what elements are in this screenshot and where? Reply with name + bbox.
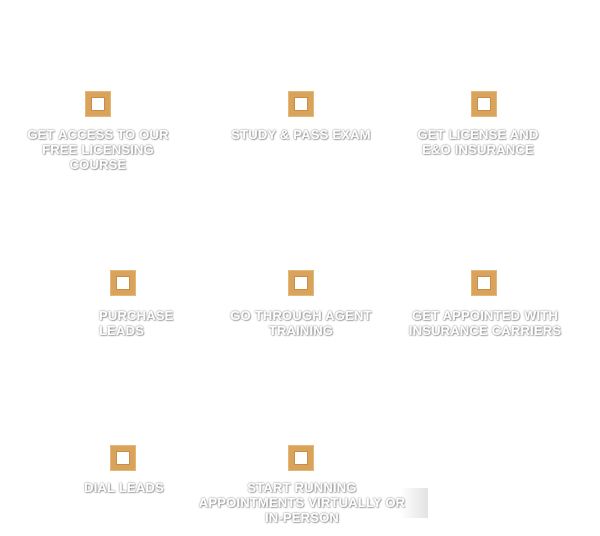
- square-outline-icon: [472, 271, 496, 295]
- step-label: GET LICENSE AND E&O INSURANCE: [417, 127, 539, 157]
- square-outline-icon: [289, 271, 313, 295]
- step-label: GO THROUGH AGENT TRAINING: [230, 308, 372, 338]
- step-label: STUDY & PASS EXAM: [231, 127, 371, 142]
- square-outline-icon: [111, 446, 135, 470]
- square-outline-icon: [86, 92, 110, 116]
- step-label: GET ACCESS TO OUR FREE LICENSING COURSE: [27, 127, 169, 172]
- step-label: START RUNNING APPOINTMENTS VIRTUALLY OR …: [198, 480, 406, 525]
- square-outline-icon: [289, 92, 313, 116]
- fade-edge: [400, 488, 428, 518]
- square-outline-icon: [111, 271, 135, 295]
- step-label: DIAL LEADS: [84, 480, 164, 495]
- square-outline-icon: [289, 446, 313, 470]
- step-label: PURCHASE LEADS: [99, 308, 174, 338]
- step-label: GET APPOINTED WITH INSURANCE CARRIERS: [408, 308, 562, 338]
- square-outline-icon: [472, 92, 496, 116]
